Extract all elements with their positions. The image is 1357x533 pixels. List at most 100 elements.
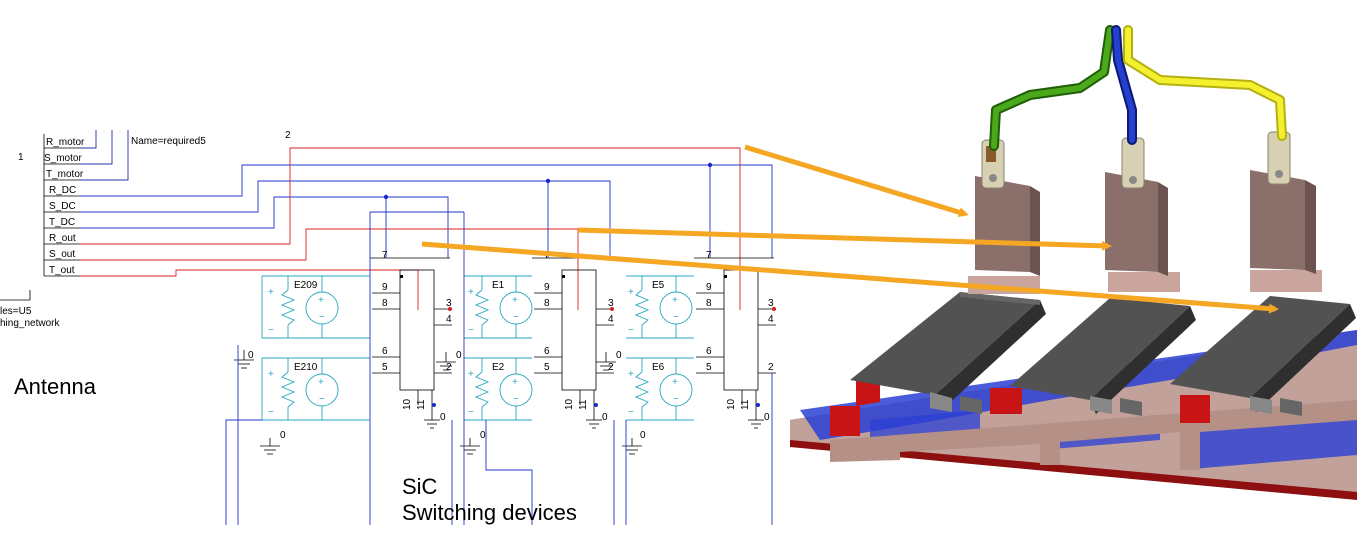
pin-8: 8 xyxy=(706,298,712,309)
svg-text:+: + xyxy=(512,295,518,306)
svg-text:+: + xyxy=(268,369,274,380)
svg-text:+: + xyxy=(468,287,474,298)
side-label-2: hing_network xyxy=(0,318,60,329)
arrow-2 xyxy=(577,227,1112,251)
arrow-1 xyxy=(744,144,969,218)
schematic: Name=required5 2 1 R_motor S_motor T_mot… xyxy=(0,130,776,525)
caption-line-1: SiC xyxy=(402,474,438,499)
svg-text:−: − xyxy=(628,325,634,336)
pin-9: 9 xyxy=(706,282,712,293)
svg-text:+: + xyxy=(268,287,274,298)
svg-text:−: − xyxy=(628,407,634,418)
dc-wires xyxy=(80,164,773,258)
bus-label-s-dc: S_DC xyxy=(49,201,76,212)
polarity-marks: +− +− +− +− +− +− +− +− +− +− +− +− xyxy=(268,287,679,418)
svg-text:+: + xyxy=(672,295,678,306)
svg-text:−: − xyxy=(673,394,679,405)
svg-text:0: 0 xyxy=(440,412,446,423)
svg-text:−: − xyxy=(468,407,474,418)
svg-text:−: − xyxy=(513,312,519,323)
pin-3: 3 xyxy=(768,298,774,309)
output-wires xyxy=(80,147,741,310)
side-bracket xyxy=(0,290,31,301)
pin-2: 2 xyxy=(768,362,774,373)
pin-10: 10 xyxy=(726,398,737,410)
drop-wires xyxy=(225,211,773,525)
source-label-e209: E209 xyxy=(294,280,318,291)
svg-text:0: 0 xyxy=(602,412,608,423)
svg-text:0: 0 xyxy=(248,350,254,361)
pin-5: 5 xyxy=(706,362,712,373)
bus-label-t-out: T_out xyxy=(49,265,75,276)
bus-label-t-dc: T_DC xyxy=(49,217,75,228)
cables xyxy=(989,25,1287,151)
pin-7: 7 xyxy=(382,250,388,261)
svg-text:+: + xyxy=(672,377,678,388)
svg-text:0: 0 xyxy=(280,430,286,441)
sources xyxy=(261,275,694,421)
antenna-label: Antenna xyxy=(14,374,97,399)
svg-text:−: − xyxy=(468,325,474,336)
bus-label-s-out: S_out xyxy=(49,249,75,260)
pin-8: 8 xyxy=(544,298,550,309)
svg-text:−: − xyxy=(268,407,274,418)
svg-text:−: − xyxy=(268,325,274,336)
pin-4: 4 xyxy=(608,314,614,325)
svg-text:−: − xyxy=(673,312,679,323)
red-plate-3 xyxy=(1180,395,1210,423)
pin-7: 7 xyxy=(706,250,712,261)
ground-labels: 0 0 0 0 0 0 0 0 0 xyxy=(248,350,770,441)
source-label-e1: E1 xyxy=(492,280,505,291)
pin-10: 10 xyxy=(564,398,575,410)
sic-device-3 xyxy=(1170,131,1356,416)
svg-text:0: 0 xyxy=(616,350,622,361)
pin-3: 3 xyxy=(608,298,614,309)
source-label-e2: E2 xyxy=(492,362,505,373)
red-plate-2 xyxy=(990,388,1022,414)
bus-label-r-out: R_out xyxy=(49,233,76,244)
source-e209 xyxy=(261,275,370,339)
pin-6: 6 xyxy=(544,346,550,357)
pin-2: 2 xyxy=(446,362,452,373)
svg-text:+: + xyxy=(468,369,474,380)
pin-5: 5 xyxy=(382,362,388,373)
pin-11: 11 xyxy=(578,399,589,410)
copper-busbar xyxy=(830,400,1357,470)
mark-1: 1 xyxy=(18,152,24,163)
pin-11: 11 xyxy=(416,399,427,410)
side-label-1: les=U5 xyxy=(0,306,32,317)
source-label-e5: E5 xyxy=(652,280,665,291)
orange-arrows xyxy=(421,144,1279,314)
pin-2: 2 xyxy=(608,362,614,373)
switch-cell-2: 7 9 8 3 4 6 5 2 xyxy=(532,250,614,429)
caption-line-2: Switching devices xyxy=(402,500,577,525)
bus-labels: R_motor S_motor T_motor R_DC S_DC T_DC R… xyxy=(44,137,85,276)
svg-text:0: 0 xyxy=(456,350,462,361)
lead-1 xyxy=(975,176,1030,272)
pin-8: 8 xyxy=(382,298,388,309)
pin-11: 11 xyxy=(740,399,751,410)
switch-cell-3: 7 9 8 3 4 6 5 2 xyxy=(694,250,776,429)
ground-symbols xyxy=(234,350,642,455)
svg-text:−: − xyxy=(319,394,325,405)
svg-text:+: + xyxy=(628,369,634,380)
arrow-3 xyxy=(421,241,1279,314)
junction-dots xyxy=(383,162,713,200)
pin-9: 9 xyxy=(544,282,550,293)
svg-text:+: + xyxy=(628,287,634,298)
bus-label-block xyxy=(43,134,80,277)
bus-label-t-motor: T_motor xyxy=(46,169,84,180)
pin-4: 4 xyxy=(446,314,452,325)
3d-module-render xyxy=(790,25,1357,500)
source-e2 xyxy=(464,357,533,421)
bus-label-r-motor: R_motor xyxy=(46,137,85,148)
svg-text:+: + xyxy=(318,377,324,388)
name-label: Name=required5 xyxy=(131,136,206,147)
mark-2: 2 xyxy=(285,130,291,141)
switch-cell-1: 7 9 8 3 4 6 5 2 xyxy=(370,250,452,429)
green-cable xyxy=(989,25,1115,151)
source-e5 xyxy=(626,275,694,339)
source-e1 xyxy=(464,275,533,339)
svg-text:−: − xyxy=(319,312,325,323)
